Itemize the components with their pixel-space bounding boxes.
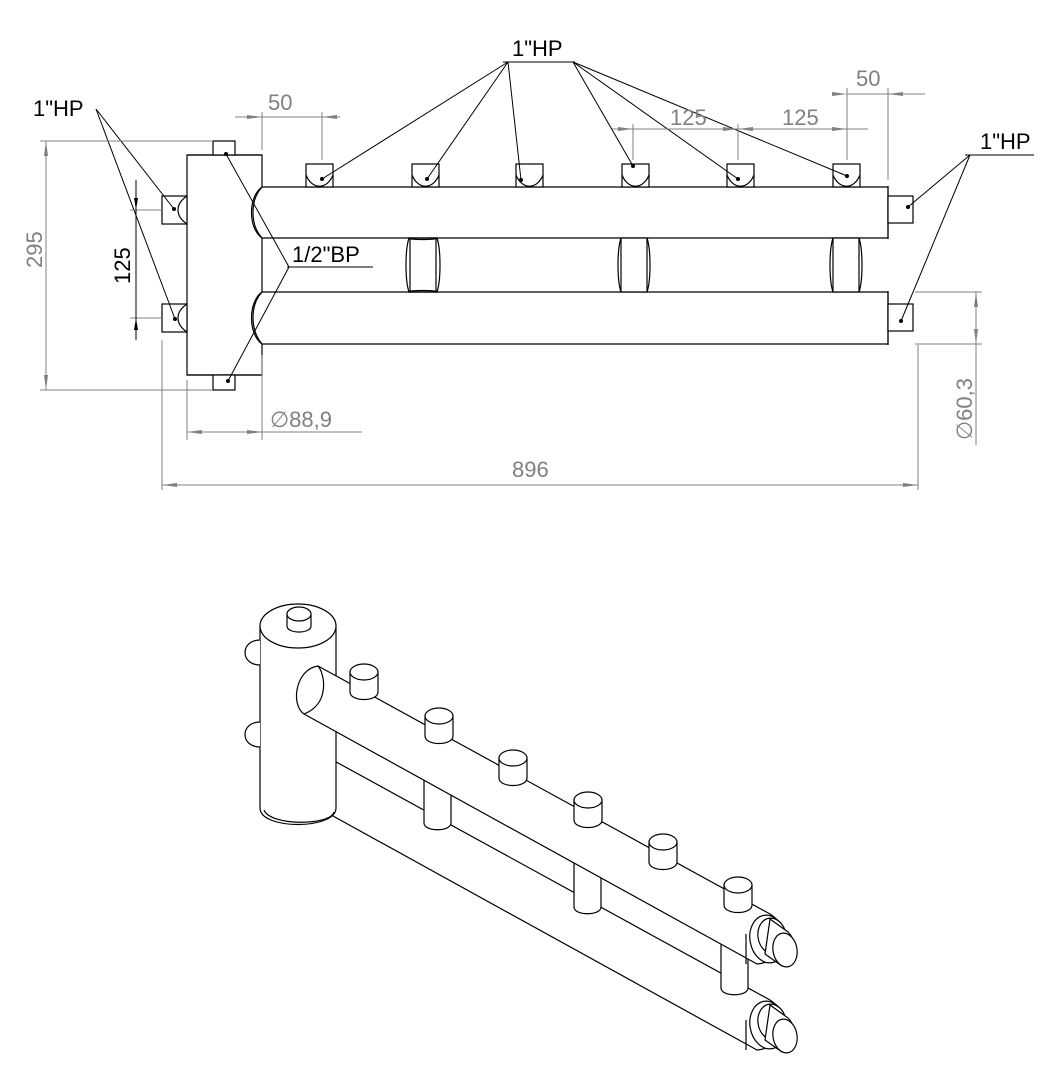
bridges [405, 237, 863, 293]
top-boss [212, 140, 236, 156]
dim-left-spacing: 125 [110, 247, 135, 284]
dim-overall-height: 295 [22, 231, 47, 268]
isometric-view [244, 603, 798, 1054]
right-nozzle-lower [887, 303, 914, 332]
dim-overall-length: 896 [512, 457, 549, 482]
label-right-nozzles: 1"HP [980, 129, 1031, 154]
right-nozzle-upper [887, 195, 914, 224]
label-top-nozzles: 1"HP [512, 36, 563, 61]
top-nozzles [305, 163, 861, 188]
upper-header [251, 186, 889, 239]
dim-body-diameter: ∅88,9 [270, 407, 332, 432]
label-vent-drain: 1/2"BP [292, 242, 360, 267]
dim-top-offset-right: 50 [856, 66, 880, 91]
front-view: 1"HP 1"HP 1"HP 1/2"BP [22, 36, 1034, 490]
dim-pitch-1: 125 [670, 105, 707, 130]
iso-top-nozzles [349, 663, 753, 914]
bottom-boss [212, 374, 236, 391]
dimension-lines [40, 88, 982, 490]
separator-body [186, 154, 263, 376]
dim-pipe-diameter: ∅60,3 [952, 378, 977, 440]
dim-top-offset-left: 50 [268, 90, 292, 115]
dim-pitch-2: 125 [782, 105, 819, 130]
lower-header [251, 291, 889, 345]
label-left-nozzles: 1"HP [33, 96, 84, 121]
